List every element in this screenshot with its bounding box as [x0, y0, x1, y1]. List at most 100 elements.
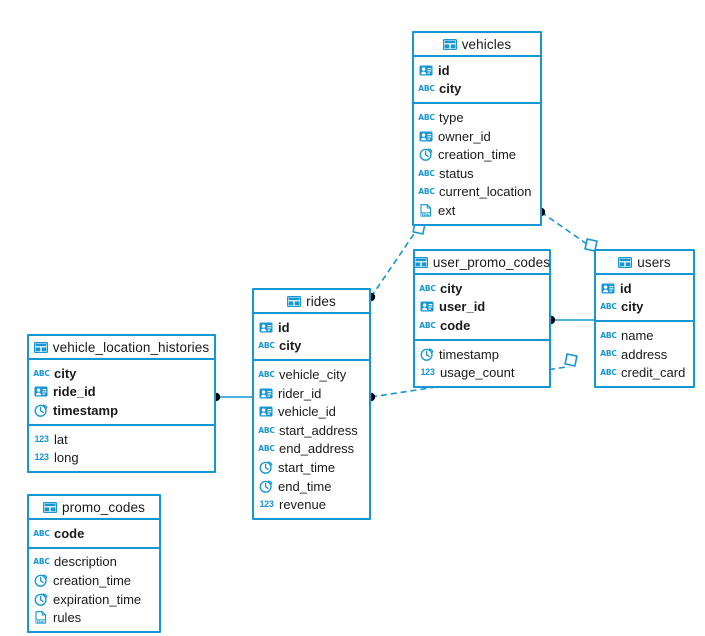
abc-icon: ABC — [600, 349, 617, 359]
field-row[interactable]: vehicle_id — [254, 402, 369, 421]
clock-icon — [259, 461, 273, 474]
abc-icon: ABC — [418, 187, 435, 197]
abc-icon: ABC — [600, 367, 617, 377]
field-name: timestamp — [439, 346, 499, 362]
field-row[interactable]: start_time — [254, 458, 369, 477]
table-header-users[interactable]: users — [596, 251, 693, 275]
field-name: id — [278, 319, 290, 335]
abc-icon: ABC — [418, 112, 435, 122]
field-name: start_time — [278, 459, 336, 475]
abc-icon: ABC — [418, 168, 435, 178]
field-row[interactable]: ABC end_address — [254, 440, 369, 459]
table-header-rides[interactable]: rides — [254, 290, 369, 314]
abc-icon: ABC — [258, 341, 275, 351]
field-name: description — [54, 554, 117, 570]
field-row[interactable]: timestamp — [415, 345, 549, 364]
field-row[interactable]: id — [414, 61, 540, 80]
field-row[interactable]: ride_id — [29, 383, 214, 402]
field-row[interactable]: rider_id — [254, 384, 369, 403]
field-row[interactable]: owner_id — [414, 127, 540, 146]
field-row[interactable]: user_id — [415, 298, 549, 317]
field-row[interactable]: ABC code — [415, 316, 549, 335]
field-name: code — [440, 317, 471, 333]
field-row[interactable]: ABC address — [596, 345, 693, 364]
field-row[interactable]: timestamp — [29, 401, 214, 420]
abc-icon: ABC — [419, 320, 436, 330]
field-name: timestamp — [53, 402, 119, 418]
table-title: rides — [306, 293, 336, 309]
field-name: vehicle_id — [278, 404, 336, 420]
id-card-icon — [259, 406, 273, 417]
field-name: city — [621, 299, 644, 315]
table-header-user_promo_codes[interactable]: user_promo_codes — [413, 251, 551, 275]
field-row[interactable]: end_time — [254, 477, 369, 496]
field-row[interactable]: creation_time — [29, 571, 159, 590]
field-name: status — [439, 165, 474, 181]
field-name: end_address — [279, 441, 355, 457]
table-grid-icon — [43, 501, 58, 513]
field-row[interactable]: ABC description — [29, 553, 159, 572]
clock-icon — [34, 574, 48, 587]
123-icon: 123 — [34, 452, 49, 463]
field-name: city — [54, 365, 77, 381]
id-card-icon — [259, 322, 273, 333]
field-name: code — [54, 525, 85, 541]
clock-icon — [34, 593, 48, 606]
table-grid-icon — [413, 256, 428, 268]
table-header-promo_codes[interactable]: promo_codes — [29, 496, 159, 520]
id-card-icon — [420, 301, 434, 312]
table-title: users — [637, 254, 671, 270]
123-icon: 123 — [259, 499, 274, 510]
table-header-vehicle_location_histories[interactable]: vehicle_location_histories — [29, 336, 214, 360]
field-name: creation_time — [438, 147, 517, 163]
field-row[interactable]: creation_time — [414, 145, 540, 164]
relationship-vehicles-user_promo_codes — [370, 230, 417, 298]
abc-icon: ABC — [33, 557, 50, 567]
field-name: address — [621, 346, 668, 362]
table-title: vehicle_location_histories — [52, 339, 210, 355]
field-row[interactable]: id — [596, 279, 693, 298]
abc-icon: ABC — [33, 368, 50, 378]
svg-text:JSON: JSON — [35, 620, 46, 624]
table-title: user_promo_codes — [432, 254, 551, 270]
field-row[interactable]: ABC city — [29, 364, 214, 383]
table-header-vehicles[interactable]: vehicles — [414, 33, 540, 57]
id-card-icon — [259, 388, 273, 399]
abc-icon: ABC — [258, 444, 275, 454]
field-row[interactable]: id — [254, 318, 369, 337]
table-grid-icon — [33, 341, 48, 353]
123-icon: 123 — [34, 433, 49, 444]
field-name: city — [440, 280, 463, 296]
field-row[interactable]: ABC status — [414, 164, 540, 183]
svg-text:JSON: JSON — [420, 212, 431, 216]
field-row[interactable]: expiration_time — [29, 590, 159, 609]
